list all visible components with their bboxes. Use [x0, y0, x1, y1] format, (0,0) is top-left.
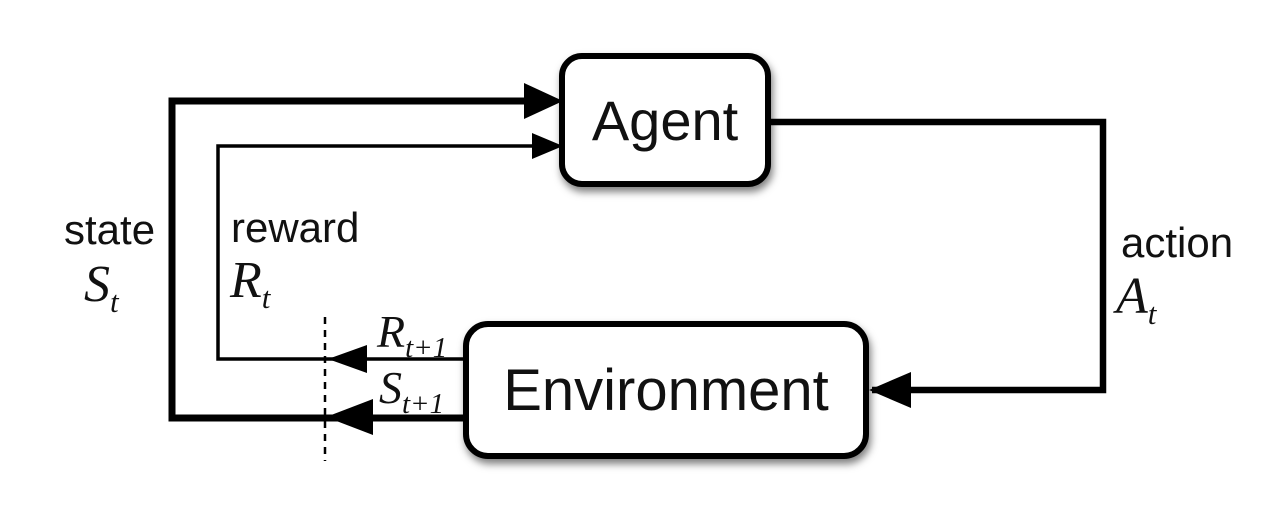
action-symbol-subscript: t — [1148, 296, 1158, 331]
environment-box — [463, 321, 869, 459]
state-flow-line — [168, 97, 530, 422]
state-into-agent-arrowhead — [524, 83, 563, 119]
action-label: action — [1121, 219, 1233, 266]
action-flow-line — [766, 118, 1107, 394]
agent-box — [559, 53, 771, 187]
state-label: state — [64, 206, 155, 253]
reward-symbol-subscript: t — [262, 280, 272, 315]
next-reward-symbol: Rt+1 — [376, 306, 447, 364]
reward-into-agent-arrowhead — [532, 133, 563, 159]
next-state-symbol: St+1 — [379, 362, 444, 420]
next-state-symbol-subscript: t+1 — [402, 388, 444, 420]
next-state-symbol-base: S — [379, 362, 402, 413]
next-state-arrowhead — [326, 399, 373, 435]
agent-label: Agent — [592, 89, 739, 152]
next-reward-symbol-subscript: t+1 — [405, 332, 447, 364]
environment-label: Environment — [503, 358, 829, 423]
state-symbol: St — [84, 256, 120, 319]
state-symbol-base: S — [84, 256, 110, 313]
state-symbol-subscript: t — [110, 284, 120, 319]
next-reward-arrowhead — [328, 345, 367, 373]
action-into-environment-arrowhead — [869, 372, 911, 408]
action-symbol: At — [1113, 268, 1158, 331]
reward-symbol: Rt — [229, 252, 272, 315]
reward-label: reward — [231, 204, 359, 251]
reward-symbol-base: R — [229, 252, 262, 309]
next-reward-symbol-base: R — [376, 306, 405, 357]
action-symbol-base: A — [1113, 268, 1148, 325]
